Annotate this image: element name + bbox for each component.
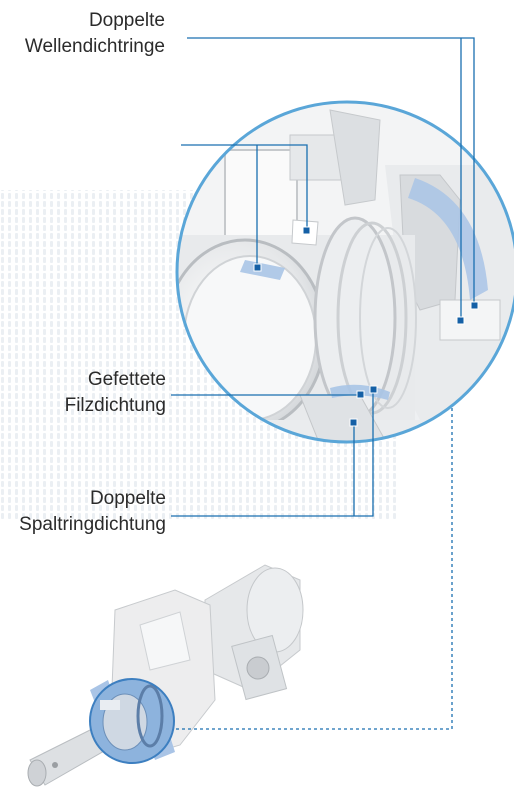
leader-gap-ring: [171, 390, 374, 517]
gear-motor-illustration: [27, 564, 304, 787]
marker-shaft-seal-b: [456, 316, 465, 325]
label-felt-seal-line1: Gefettete: [87, 369, 166, 390]
marker-upper-b: [253, 263, 262, 272]
leader-dashed-connector: [175, 408, 453, 730]
magnifier-circle: [175, 100, 514, 444]
marker-shaft-seal-a: [470, 301, 479, 310]
label-shaft-seals-line2: Wellendichtringe: [24, 36, 165, 57]
label-gap-ring-seal-line1: Doppelte: [89, 488, 166, 509]
label-shaft-seals-line1: Doppelte: [88, 10, 165, 31]
label-felt-seal: Gefettete Filzdichtung: [65, 367, 166, 419]
leader-upper-left: [181, 144, 308, 230]
seal-markers: [253, 226, 479, 427]
leader-lines: [171, 37, 475, 730]
label-felt-seal-line2: Filzdichtung: [64, 395, 166, 416]
label-gap-ring-seal-line2: Spaltringdichtung: [19, 514, 166, 535]
small-magnifier-circle: [89, 678, 175, 764]
label-shaft-seals: Doppelte Wellendichtringe: [25, 8, 165, 60]
leader-shaft-seals: [187, 37, 475, 305]
marker-felt-seal: [356, 390, 365, 399]
marker-gap-ring-b: [349, 418, 358, 427]
label-gap-ring-seal: Doppelte Spaltringdichtung: [19, 486, 166, 538]
seal-ring-highlight: [408, 178, 488, 300]
marker-upper-a: [302, 226, 311, 235]
marker-gap-ring-a: [369, 385, 378, 394]
